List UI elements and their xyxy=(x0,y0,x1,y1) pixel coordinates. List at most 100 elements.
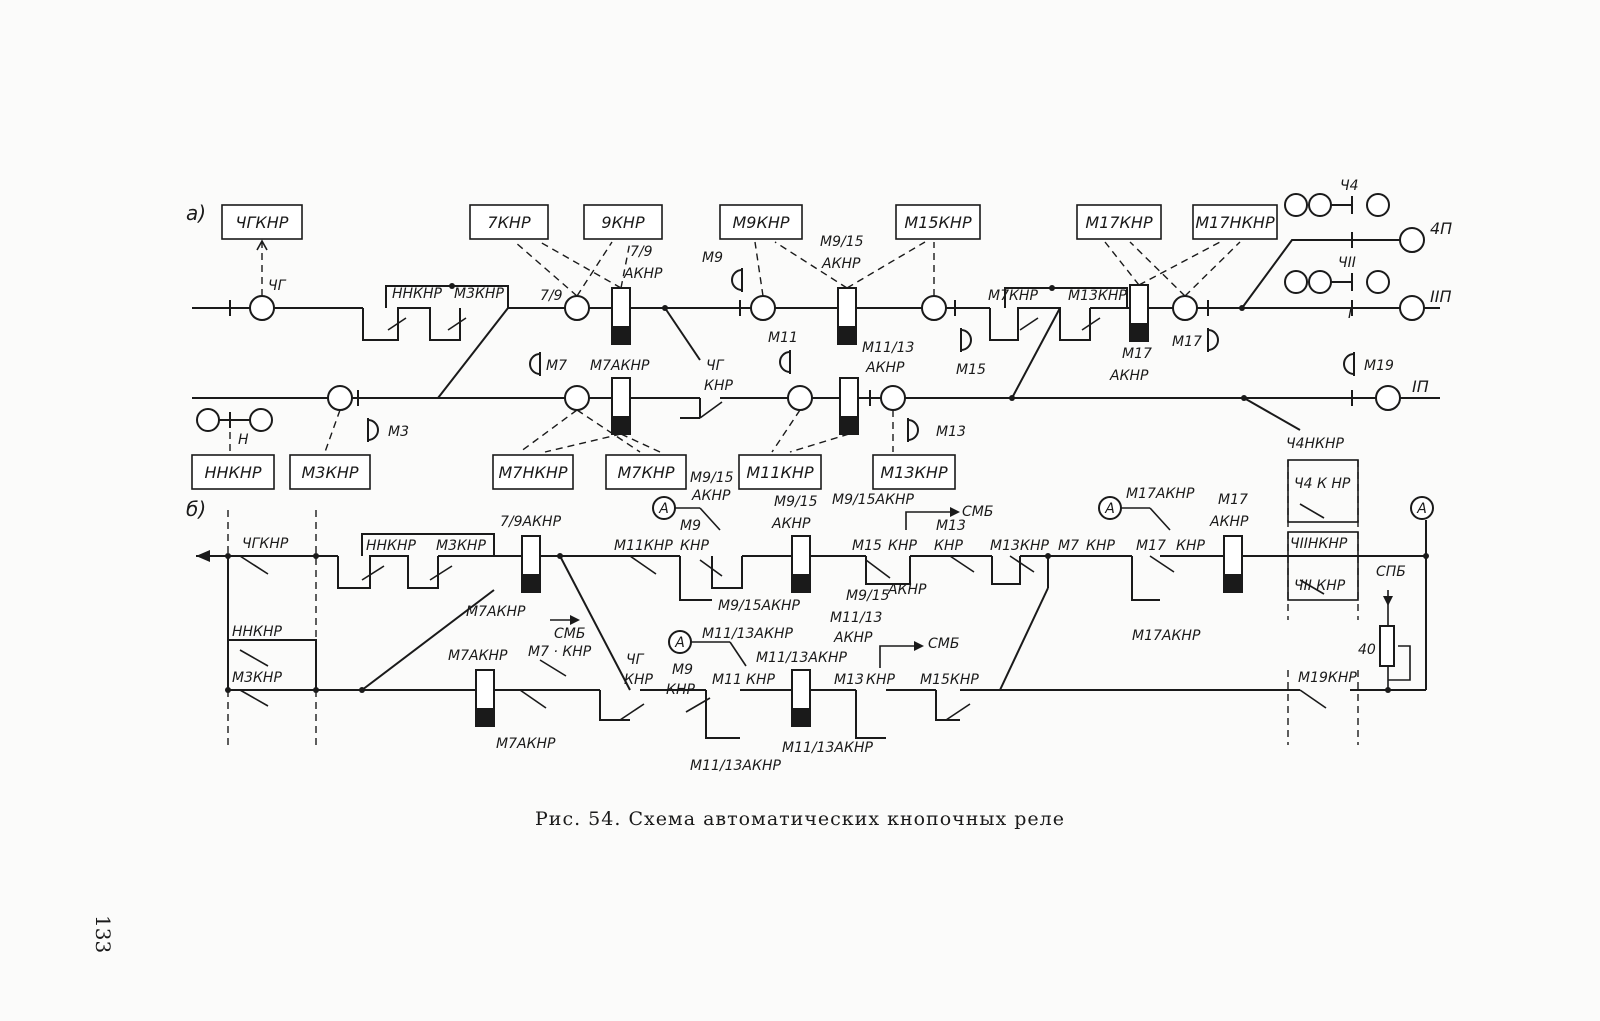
label-m13knr-contact: М13КНР xyxy=(1068,288,1127,304)
relay-circuit-diagram: а) ЧГКНР 7КНР 9КНР М9КНР М15КНР М17КНР М… xyxy=(186,178,1452,774)
label-m19: М19 xyxy=(1364,358,1394,374)
relay-m915akhp xyxy=(837,287,857,345)
label-b-m3knr-left: М3КНР xyxy=(232,670,282,686)
label-b-chg-knr: ЧГ xyxy=(626,652,645,668)
label-b-m7-knr: М7 · КНР xyxy=(528,644,592,660)
label-b-m11-knr: М11 xyxy=(712,672,742,688)
svg-text:АКНР: АКНР xyxy=(771,516,811,532)
label-m3: М3 xyxy=(388,424,409,440)
relay-b-79akhp xyxy=(521,535,541,593)
svg-text:А: А xyxy=(658,501,669,517)
label-b-r40: 40 xyxy=(1358,642,1376,658)
label-m915akhp: М9/15 xyxy=(820,234,864,250)
box-m9knr: М9КНР xyxy=(719,204,803,240)
svg-text:АКНР: АКНР xyxy=(623,266,663,282)
label-b-m1113akhp-a: М11/13АКНР xyxy=(702,626,793,642)
label-b-m915akhp-c: М9/15АКНР xyxy=(832,492,915,508)
svg-text:АКНР: АКНР xyxy=(865,360,905,376)
label-b-m915akhp-relay: М9/15 xyxy=(774,494,818,510)
label-ch2: ЧII xyxy=(1338,255,1356,271)
relay-b-m7akhp xyxy=(475,669,495,727)
a-circle-3: А xyxy=(1098,496,1122,520)
signal-m7 xyxy=(564,385,590,411)
label-m7akhp: М7АКНР xyxy=(590,358,650,374)
relay-m1113akhp xyxy=(839,377,859,435)
label-b-m17akhp-bottom: М17АКНР xyxy=(1132,628,1201,644)
svg-text:АКНР: АКНР xyxy=(887,582,927,598)
box-9knr: 9КНР xyxy=(583,204,663,240)
label-b-m915akhp-a: М9/15 xyxy=(690,470,734,486)
svg-text:АКНР: АКНР xyxy=(691,488,731,504)
svg-text:М9КНР: М9КНР xyxy=(732,213,789,232)
box-m11knr: М11КНР xyxy=(738,454,822,490)
label-b-ch4knr: Ч4 К НР xyxy=(1294,476,1351,492)
signal-m9 xyxy=(750,295,776,321)
signal-79 xyxy=(564,295,590,321)
svg-text:А: А xyxy=(1104,501,1115,517)
label-b-m915akhp-below: М9/15АКНР xyxy=(718,598,801,614)
svg-text:КНР: КНР xyxy=(1020,538,1049,554)
label-b-m7-knr2: М7 xyxy=(1058,538,1079,554)
bus-bottom xyxy=(228,689,1426,739)
relay-m17akhp xyxy=(1129,284,1149,342)
svg-text:М15КНР: М15КНР xyxy=(904,213,972,232)
label-b-ch2nknr: ЧIIНКНР xyxy=(1290,536,1348,552)
svg-text:КНР: КНР xyxy=(666,682,695,698)
svg-text:9КНР: 9КНР xyxy=(601,213,645,232)
box-m15knr: М15КНР xyxy=(895,204,981,240)
signal-m17 xyxy=(1172,295,1198,321)
label-chg: ЧГ xyxy=(268,278,287,294)
box-chgknr: ЧГКНР xyxy=(221,204,303,240)
label-b-m1113akhp-bottom-2: М11/13АКНР xyxy=(782,740,873,756)
label-m1113akhp: М11/13 xyxy=(862,340,914,356)
label-b-m7akhp-bottom: М7АКНР xyxy=(496,736,556,752)
svg-text:АКНР: АКНР xyxy=(1109,368,1149,384)
a-circle-1: А xyxy=(652,496,676,520)
label-m7: М7 xyxy=(546,358,567,374)
section-b-label: б) xyxy=(186,497,206,521)
label-b-m1113akhp-relay: М11/13АКНР xyxy=(756,650,847,666)
signal-m3 xyxy=(327,385,353,411)
svg-text:ННКНР: ННКНР xyxy=(204,463,261,482)
svg-text:М7КНР: М7КНР xyxy=(617,463,674,482)
svg-text:М17НКНР: М17НКНР xyxy=(1195,213,1275,232)
svg-text:М17КНР: М17КНР xyxy=(1085,213,1153,232)
label-b-nnknr-top: ННКНР xyxy=(366,538,417,554)
svg-text:КНР: КНР xyxy=(704,378,733,394)
label-m3knr-contact: М3КНР xyxy=(454,286,504,302)
svg-text:КНР: КНР xyxy=(746,672,775,688)
label-b-m9: М9 xyxy=(680,518,701,534)
box-m17nknr: М17НКНР xyxy=(1192,204,1278,240)
svg-text:АКНР: АКНР xyxy=(833,630,873,646)
label-b-m17: М17 xyxy=(1136,538,1166,554)
section-a-label: а) xyxy=(186,201,206,225)
a-circle-4: А xyxy=(1410,496,1434,520)
label-b-m17akhp-relay: М17 xyxy=(1218,492,1248,508)
label-b-nnknr-left: ННКНР xyxy=(232,624,283,640)
svg-text:М13КНР: М13КНР xyxy=(880,463,948,482)
signal-chg xyxy=(249,295,275,321)
page-number: 133 xyxy=(91,915,115,954)
label-nnknr-contact: ННКНР xyxy=(392,286,443,302)
svg-text:КНР: КНР xyxy=(866,672,895,688)
label-b-m915-small: М9/15 xyxy=(846,588,890,604)
label-b-smb-2: СМБ xyxy=(962,504,993,520)
relay-b-m17akhp xyxy=(1223,535,1243,593)
label-b-m9-b: М9 xyxy=(672,662,693,678)
label-b-79akhp: 7/9АКНР xyxy=(500,514,562,530)
label-m17akhp: М17 xyxy=(1122,346,1152,362)
svg-text:М7НКНР: М7НКНР xyxy=(498,463,567,482)
label-b-m7akhp-relay: М7АКНР xyxy=(448,648,508,664)
signal-m13 xyxy=(880,385,906,411)
label-m17: М17 xyxy=(1172,334,1202,350)
relay-m7akhp xyxy=(611,377,631,435)
label-track-4p: 4П xyxy=(1430,219,1452,238)
upper-track xyxy=(192,285,1440,341)
svg-text:М11КНР: М11КНР xyxy=(746,463,814,482)
svg-text:М3КНР: М3КНР xyxy=(301,463,358,482)
label-m15: М15 xyxy=(956,362,986,378)
label-track-1p: IП xyxy=(1412,377,1429,396)
label-b-chgknr: ЧГКНР xyxy=(242,536,289,552)
signal-m15 xyxy=(921,295,947,321)
